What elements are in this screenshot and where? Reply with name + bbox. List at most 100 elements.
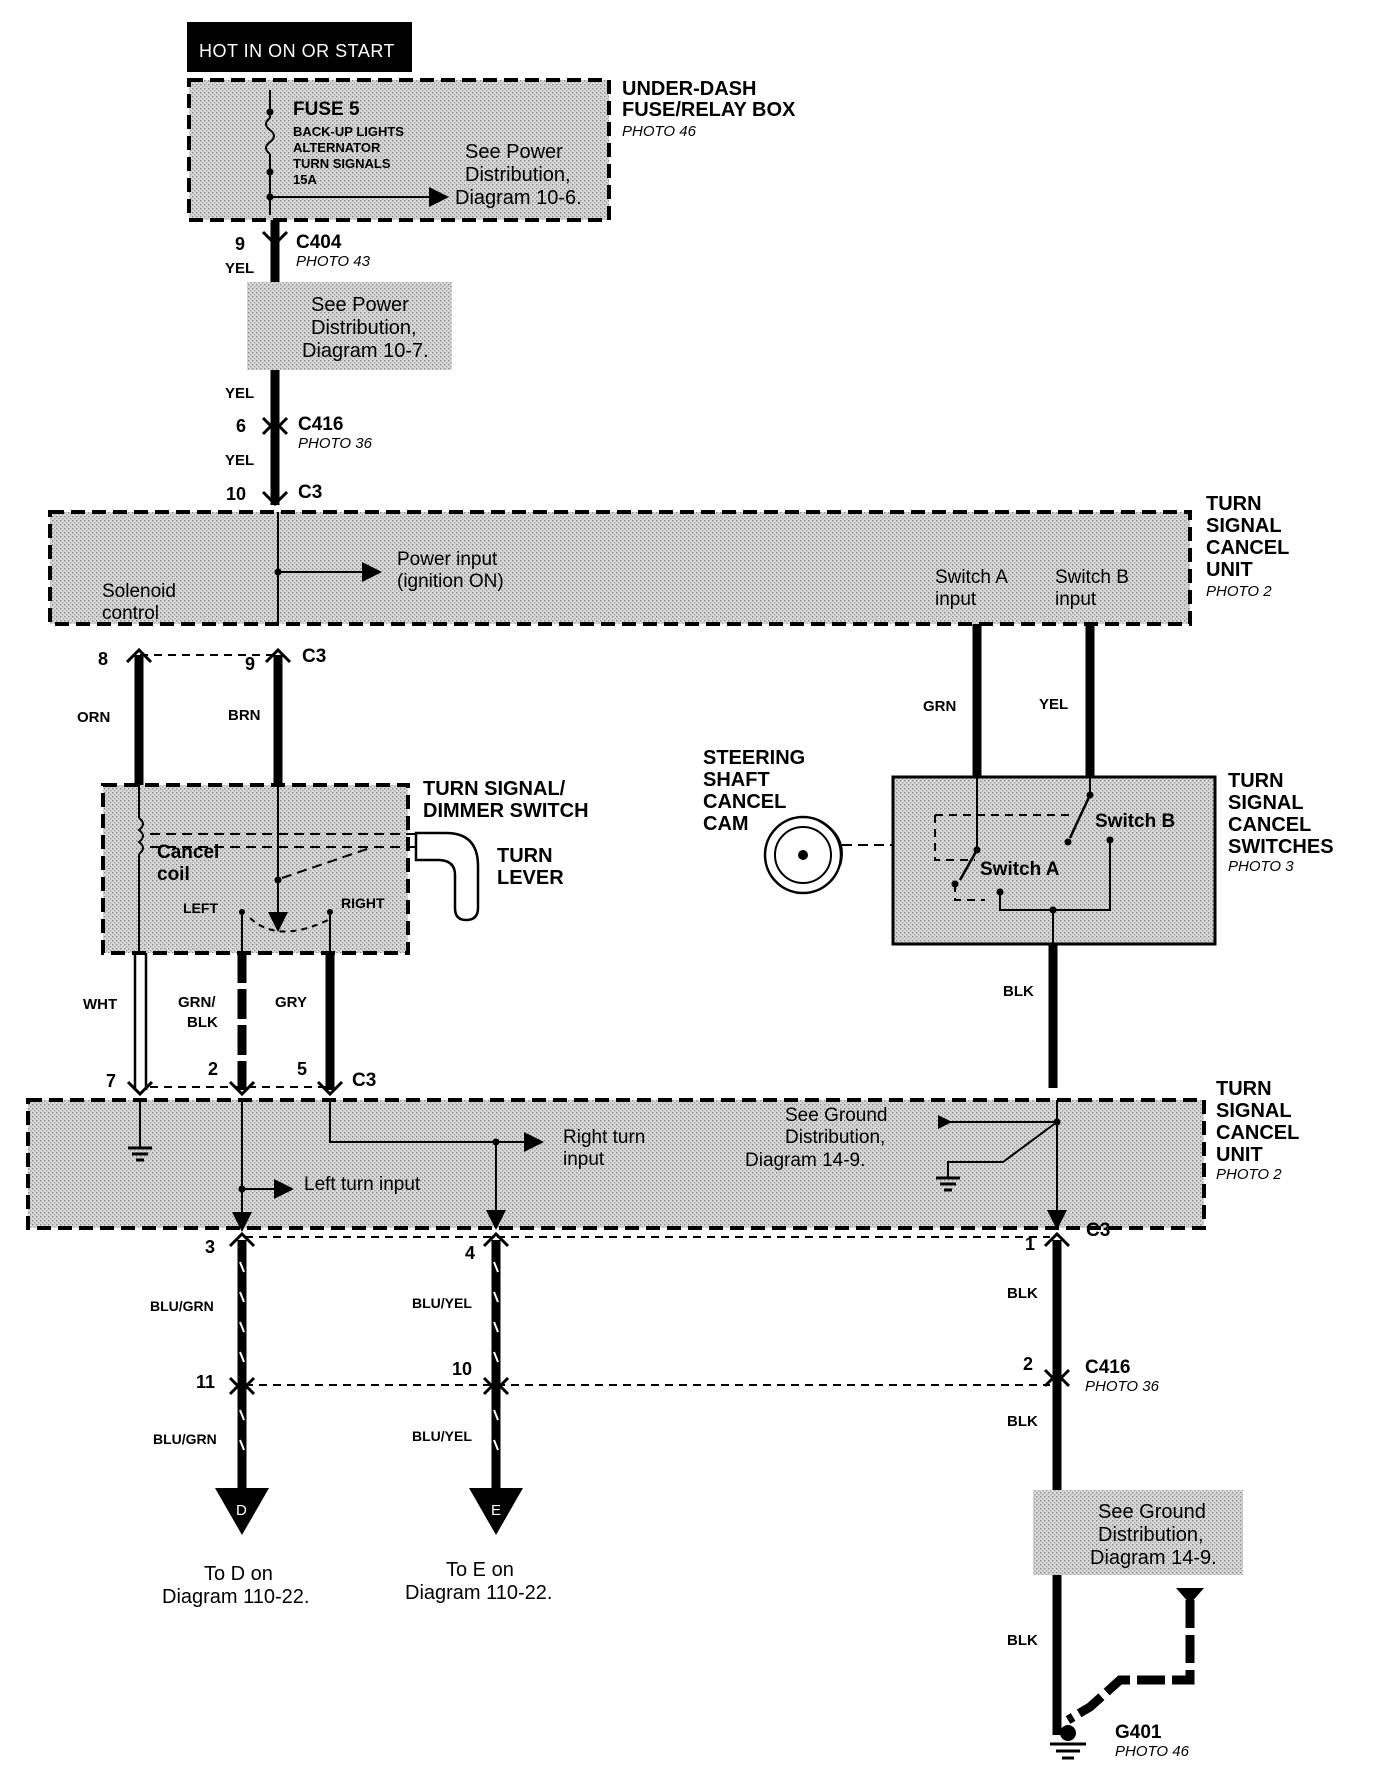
- lower-ground-note-2: Distribution,: [785, 1127, 885, 1148]
- upper-switch-b-2: input: [1055, 589, 1097, 610]
- cancel-coil-2: coil: [157, 864, 190, 885]
- switch-a-label: Switch A: [980, 859, 1060, 880]
- c3-bottom-pin-4: 4: [465, 1243, 475, 1263]
- ground-strap: [1065, 1600, 1195, 1724]
- arrow-e-icon: [469, 1488, 523, 1535]
- c3-top-pin: 10: [226, 484, 246, 504]
- upper-title-3: CANCEL: [1206, 537, 1289, 559]
- connector-c3-bottom-3: [228, 1231, 256, 1248]
- cam-2: SHAFT: [703, 769, 770, 791]
- wire-label-grn-blk-1: GRN/: [178, 994, 216, 1011]
- connector-c3-bottom-1: [1043, 1231, 1071, 1248]
- fuse-line-4: 15A: [293, 172, 317, 187]
- power-note-1: See Power: [311, 294, 409, 316]
- arrow-e-note-1: To E on: [446, 1559, 514, 1581]
- tsd-left: LEFT: [183, 900, 218, 916]
- switches-title-2: SIGNAL: [1228, 792, 1304, 814]
- arrow-d-icon: [215, 1488, 269, 1535]
- wire-label-yel-3: YEL: [225, 452, 254, 469]
- lower-ground-note-3: Diagram 14-9.: [745, 1150, 865, 1171]
- c3-low-pin-2: 2: [208, 1059, 218, 1079]
- ground-note-2-1: See Ground: [1098, 1501, 1206, 1523]
- c3-low-pin-5: 5: [297, 1059, 307, 1079]
- g401-ground-icon: [1050, 1725, 1086, 1760]
- lower-title-1: TURN: [1216, 1078, 1272, 1100]
- cam-3: CANCEL: [703, 791, 786, 813]
- c3-mid-pin-9: 9: [245, 654, 255, 674]
- lower-photo: PHOTO 2: [1216, 1166, 1282, 1183]
- lower-right-turn-1: Right turn: [563, 1127, 645, 1148]
- tsd-title-2: DIMMER SWITCH: [423, 800, 589, 822]
- arrow-d-note-2: Diagram 110-22.: [162, 1586, 309, 1608]
- c3-bottom-pin-3: 3: [205, 1237, 215, 1257]
- c416-bottom-photo: PHOTO 36: [1085, 1378, 1160, 1395]
- lower-ground-note-1: See Ground: [785, 1105, 887, 1126]
- ground-strap-tip-icon: [1176, 1588, 1204, 1604]
- c3-top-name: C3: [298, 482, 322, 503]
- ground-icon-note: [936, 1176, 960, 1192]
- wire-label-grn-blk-2: BLK: [187, 1014, 218, 1031]
- switch-b-label: Switch B: [1095, 811, 1175, 832]
- upper-switch-b-1: Switch B: [1055, 567, 1129, 588]
- upper-title-2: SIGNAL: [1206, 515, 1282, 537]
- power-note-2: Distribution,: [311, 317, 417, 339]
- tsd-right: RIGHT: [341, 895, 385, 911]
- switch-b-contact-icon: [1068, 794, 1092, 839]
- arrow-e-note-2: Diagram 110-22.: [405, 1582, 552, 1604]
- lower-right-turn-2: input: [563, 1149, 605, 1170]
- c3-low-pin-7: 7: [106, 1071, 116, 1091]
- c3-mid-pin-8: 8: [98, 649, 108, 669]
- arrow-d-letter: D: [236, 1502, 247, 1519]
- fuse-line-2: ALTERNATOR: [293, 140, 381, 155]
- arrow-d-note-1: To D on: [204, 1563, 273, 1585]
- hot-banner: [187, 22, 412, 72]
- power-note-3: Diagram 10-7.: [302, 340, 429, 362]
- upper-power-1: Power input: [397, 549, 498, 570]
- turn-signal-dimmer-switch: [101, 783, 415, 955]
- wire-label-wht: WHT: [83, 996, 117, 1013]
- lower-left-turn: Left turn input: [304, 1174, 421, 1195]
- wire-label-blu-yel-1: BLU/YEL: [412, 1295, 472, 1311]
- turn-lever-1: TURN: [497, 845, 553, 867]
- switches-title-1: TURN: [1228, 770, 1284, 792]
- g401-name: G401: [1115, 1722, 1162, 1743]
- c416-top-name: C416: [298, 414, 343, 435]
- wire-label-yel-4: YEL: [1039, 696, 1068, 713]
- fuse-note-1: See Power: [465, 141, 563, 163]
- wire-label-blk-1: BLK: [1003, 983, 1034, 1000]
- cancel-cam-icon: [763, 815, 843, 895]
- upper-power-2: (ignition ON): [397, 571, 504, 592]
- cam-4: CAM: [703, 813, 749, 835]
- switch-a-contact-icon: [958, 849, 979, 881]
- c416-top-photo: PHOTO 36: [298, 435, 373, 452]
- connector-c3-low-7: [126, 1080, 154, 1097]
- turn-lever-icon: [414, 831, 480, 922]
- lower-title-4: UNIT: [1216, 1144, 1263, 1166]
- cancel-coil-1: Cancel: [157, 842, 219, 863]
- connector-c416-top: [261, 416, 289, 436]
- c416-bottom-name: C416: [1085, 1357, 1130, 1378]
- fuse-icon: [265, 117, 275, 155]
- wire-label-blu-grn-1: BLU/GRN: [150, 1298, 214, 1314]
- connector-c416-bottom-11: [228, 1376, 256, 1396]
- connector-c416-bottom-2: [1043, 1368, 1071, 1388]
- cam-1: STEERING: [703, 747, 805, 769]
- wire-label-gry: GRY: [275, 994, 307, 1011]
- upper-title-4: UNIT: [1206, 559, 1253, 581]
- tsd-title-1: TURN SIGNAL/: [423, 778, 566, 800]
- connector-c3-mid-8: [125, 647, 153, 664]
- switches-title-4: SWITCHES: [1228, 836, 1334, 858]
- upper-solenoid-2: control: [102, 603, 159, 624]
- connector-c3-bottom-4: [482, 1231, 510, 1248]
- c404-name: C404: [296, 232, 342, 253]
- fuse-name: FUSE 5: [293, 99, 360, 120]
- g401-photo: PHOTO 46: [1115, 1743, 1190, 1760]
- fuse-note-3: Diagram 10-6.: [455, 187, 582, 209]
- c3-bottom-pin-1: 1: [1025, 1234, 1035, 1254]
- fuse-line-3: TURN SIGNALS: [293, 156, 391, 171]
- hot-banner-text: HOT IN ON OR START: [199, 41, 395, 61]
- cancel-unit-upper: [48, 510, 1192, 626]
- upper-photo: PHOTO 2: [1206, 583, 1272, 600]
- connector-c3-low-2: [228, 1080, 256, 1097]
